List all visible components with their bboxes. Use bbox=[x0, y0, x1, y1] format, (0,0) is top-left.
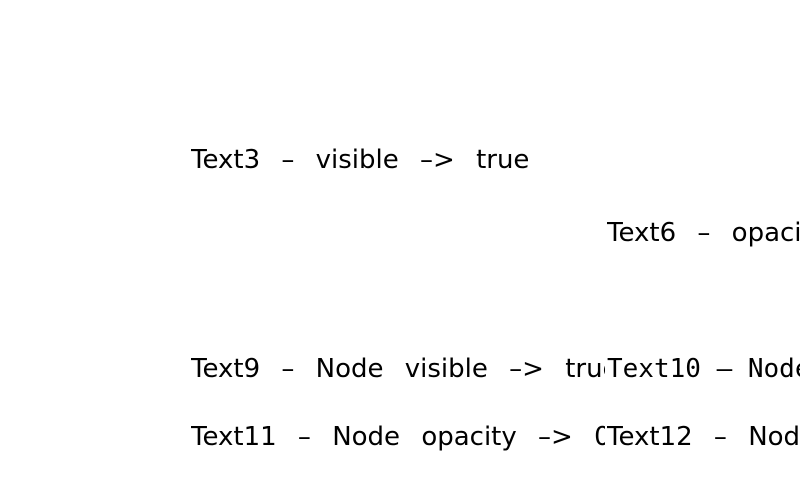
text-label-text10-node: Text10 – Node bbox=[607, 354, 800, 384]
text-label-text11-node-opacity: Text11 – Node opacity –> 0 bbox=[191, 422, 605, 452]
text-label-text6-opacity: Text6 – opaci bbox=[607, 218, 800, 248]
text-label-text3-visible: Text3 – visible –> true bbox=[191, 145, 530, 175]
text-label-text12-node: Text12 – Node bbox=[607, 422, 800, 452]
text-label-text9-node-visible: Text9 – Node visible –> true bbox=[191, 354, 605, 384]
